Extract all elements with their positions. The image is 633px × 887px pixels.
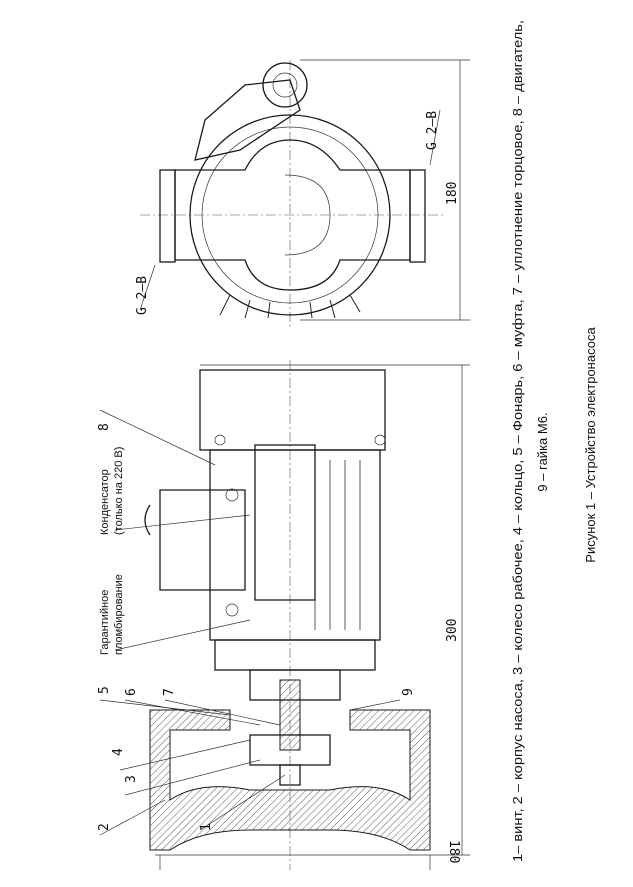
thread-label-left: G 2–B [135, 276, 150, 315]
part-label-1: 1 [199, 823, 214, 831]
side-view: 300 180 8 5 6 7 9 4 3 2 1 Гарантийное пл… [97, 360, 470, 870]
dimension-length-300: 300 [445, 619, 460, 642]
figure-caption: Рисунок 1 – Устройство электронасоса [583, 327, 598, 563]
note-capacitor-line2: (только на 220 В) [113, 447, 125, 535]
part-label-5: 5 [97, 686, 112, 694]
part-label-7: 7 [162, 688, 177, 696]
note-seal-line1: Гарантийное [99, 590, 111, 655]
part-label-4: 4 [111, 748, 126, 756]
note-seal-line2: пломбирование [113, 574, 125, 655]
top-view: G 2–B G 2–B 180 [135, 59, 470, 330]
dimension-side-180: 180 [446, 840, 461, 863]
part-label-3: 3 [124, 775, 139, 783]
figure-legend-line2: 9 – гайка М6. [535, 412, 550, 491]
thread-label-right: G 2–B [425, 111, 440, 150]
part-label-9: 9 [401, 688, 416, 696]
part-label-8: 8 [97, 423, 112, 431]
figure-legend-line1: 1– винт, 2 – корпус насоса, 3 – колесо р… [510, 20, 525, 862]
part-label-6: 6 [124, 688, 139, 696]
part-label-2: 2 [97, 823, 112, 831]
dimension-top-180: 180 [445, 182, 460, 205]
note-capacitor-line1: Конденсатор [99, 469, 111, 535]
